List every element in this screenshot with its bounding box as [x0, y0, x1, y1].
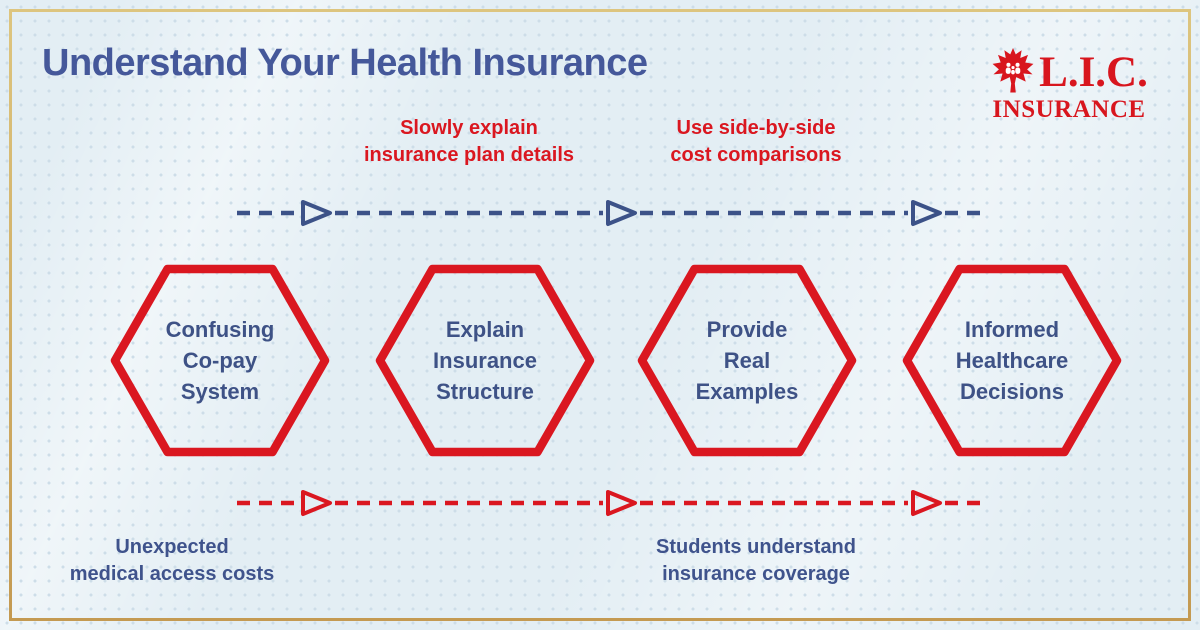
bottom-flow-arrow — [237, 490, 988, 516]
step-label-3: Provide Real Examples — [695, 317, 799, 404]
hexagon-outline-icon — [637, 264, 857, 457]
step-hexagon-2: Explain Insurance Structure — [375, 262, 595, 459]
step-hexagon-3: Provide Real Examples — [637, 262, 857, 459]
page-title: Understand Your Health Insurance — [42, 42, 648, 84]
step-label-4: Informed Healthcare Decisions — [955, 317, 1069, 404]
top-annotation-1: Slowly explain insurance plan details — [363, 117, 575, 166]
top-annotation-2: Use side-by-side cost comparisons — [670, 117, 842, 166]
step-label-1: Confusing Co-pay System — [165, 317, 275, 404]
step-label-2: Explain Insurance Structure — [433, 317, 537, 404]
hexagon-outline-icon — [375, 264, 595, 457]
maple-leaf-icon — [992, 48, 1034, 93]
brand-logo: L.I.C. INSURANCE — [983, 48, 1155, 123]
step-hexagon-4: Informed Healthcare Decisions — [902, 262, 1122, 459]
bottom-annotation-2: Students understand insurance coverage — [655, 536, 856, 585]
step-hexagon-1: Confusing Co-pay System — [110, 262, 330, 459]
brand-subtitle: INSURANCE — [992, 96, 1146, 123]
bottom-annotation-1: Unexpected medical access costs — [69, 536, 275, 585]
top-flow-arrow — [237, 200, 988, 226]
hexagon-outline-icon — [902, 264, 1122, 457]
brand-name: L.I.C. — [1039, 49, 1148, 96]
hexagon-outline-icon — [110, 264, 330, 457]
